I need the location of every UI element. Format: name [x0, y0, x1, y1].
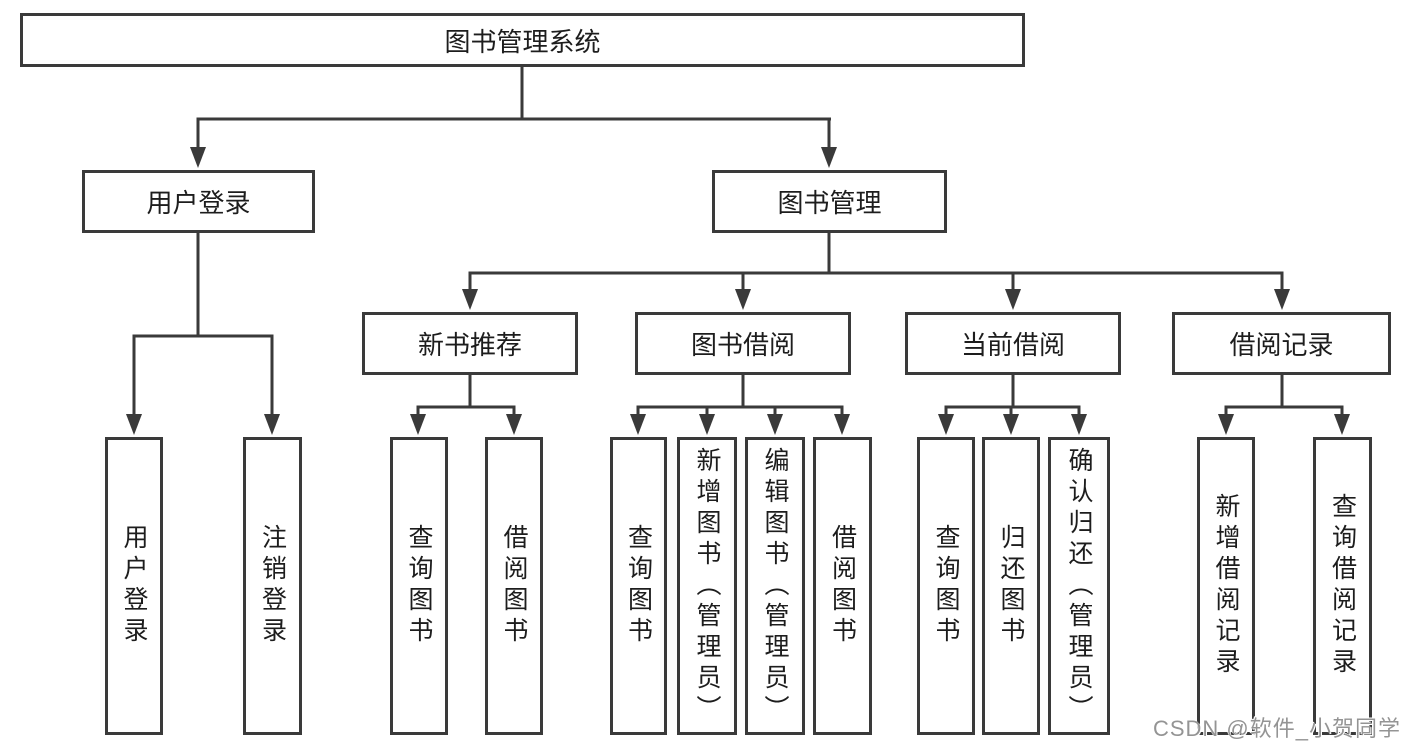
leaf-label: 新增图书（管理员）: [693, 446, 721, 726]
leaf-label: 编辑图书（管理员）: [761, 446, 789, 726]
arrowhead-icons: [126, 147, 1350, 435]
leaf-return-books: 归还图书: [982, 437, 1040, 735]
node-book-borrowing: 图书借阅: [635, 312, 851, 375]
node-new-book-recommendation: 新书推荐: [362, 312, 578, 375]
leaf-label: 归还图书: [997, 524, 1025, 648]
leaf-label: 查询图书: [932, 524, 960, 648]
leaf-borrow-books-2: 借阅图书: [813, 437, 872, 735]
leaf-edit-books-admin: 编辑图书（管理员）: [745, 437, 805, 735]
node-book-management: 图书管理: [712, 170, 947, 233]
csdn-watermark: CSDN @软件_小贺同学: [1152, 716, 1401, 741]
leaf-query-books: 查询图书: [390, 437, 448, 735]
leaf-logout-login: 注销登录: [243, 437, 302, 735]
leaf-confirm-return-admin: 确认归还（管理员）: [1048, 437, 1110, 735]
leaf-label: 借阅图书: [828, 524, 857, 648]
leaf-add-books-admin: 新增图书（管理员）: [677, 437, 737, 735]
leaf-user-login: 用户登录: [105, 437, 163, 735]
leaf-label: 查询借阅记录: [1328, 493, 1357, 679]
leaf-label: 查询图书: [405, 524, 433, 648]
leaf-borrow-books: 借阅图书: [485, 437, 543, 735]
leaf-label: 注销登录: [258, 524, 287, 648]
node-current-borrowing: 当前借阅: [905, 312, 1121, 375]
leaf-query-books-3: 查询图书: [917, 437, 975, 735]
leaf-label: 借阅图书: [500, 524, 528, 648]
node-borrowing-records: 借阅记录: [1172, 312, 1391, 375]
leaf-label: 查询图书: [624, 524, 653, 648]
leaf-add-borrow-record: 新增借阅记录: [1197, 437, 1255, 735]
node-user-login: 用户登录: [82, 170, 315, 233]
leaf-label: 确认归还（管理员）: [1065, 446, 1093, 726]
leaf-label: 用户登录: [120, 524, 148, 648]
node-library-management-system: 图书管理系统: [20, 13, 1025, 67]
leaf-label: 新增借阅记录: [1212, 493, 1240, 679]
leaf-query-borrow-record: 查询借阅记录: [1313, 437, 1372, 735]
leaf-query-books-2: 查询图书: [610, 437, 667, 735]
